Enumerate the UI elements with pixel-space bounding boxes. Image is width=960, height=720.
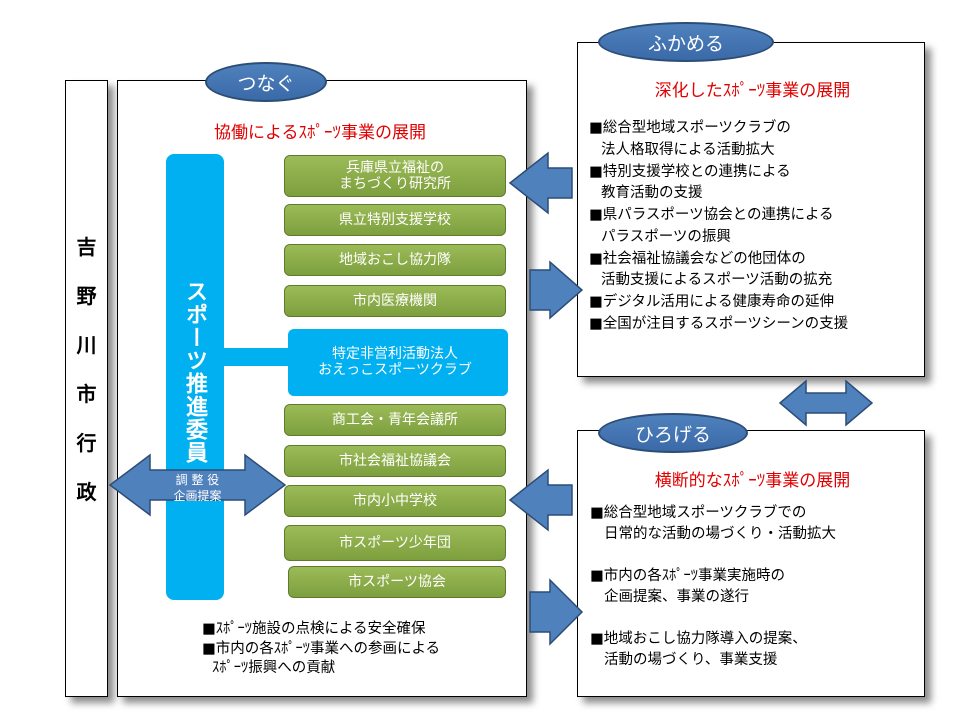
coordinator-label: 調 整 役 企画提案 [173,473,222,504]
arrow-right-icon [529,578,584,646]
sports-committee-bar [166,154,224,600]
deepen-pill: ふかめる [598,22,774,62]
org-special-support-school: 県立特別支援学校 [284,204,506,236]
expand-panel [577,430,925,697]
org-social-welfare-council: 市社会福祉協議会 [284,445,506,477]
deepen-panel [577,42,925,377]
org-regional-revitalization-corps: 地域おこし協力隊 [284,244,506,276]
org-hyogo-welfare-institute: 兵庫県立福祉の まちづくり研究所 [284,155,506,197]
double-arrow-vertical-icon [778,379,874,427]
expand-list: ■総合型地域スポーツクラブでの 日常的な活動の場づくり・活動拡大 ■市内の各ｽﾎ… [590,505,836,669]
expand-heading: 横断的なｽﾎﾟｰﾂ事業の展開 [654,471,851,491]
connect-pill: つなぐ [205,62,327,102]
collaboration-heading: 協働によるｽﾎﾟｰﾂ事業の展開 [214,123,426,143]
org-npo-oekko-sports-club: 特定非営利活動法人 おえっこスポーツクラブ [318,345,472,378]
org-chamber-of-commerce: 商工会・青年会議所 [284,404,506,436]
city-government-label: 吉 野 川 市 行 政 [76,235,97,504]
org-sports-association: 市スポーツ協会 [288,566,506,598]
expand-pill: ひろげる [598,413,748,453]
arrow-left-icon [508,468,573,532]
committee-connector [224,348,288,366]
center-bottom-text: ■ｽﾎﾟｰﾂ施設の点検による安全確保 ■市内の各ｽﾎﾟｰﾂ事業への参画による ｽ… [202,621,441,677]
org-youth-sports-group: 市スポーツ少年団 [284,525,506,561]
org-schools: 市内小中学校 [284,485,506,517]
sports-committee-label: スポーツ推進委員 [182,280,207,464]
deepen-heading: 深化したｽﾎﾟｰﾂ事業の展開 [654,81,851,101]
deepen-list: ■総合型地域スポーツクラブの 法人格取得による活動拡大 ■特別支援学校との連携に… [589,120,849,332]
npo-highlight [288,329,508,396]
org-medical-institutions: 市内医療機関 [284,285,506,317]
city-government-panel: 吉 野 川 市 行 政 [65,80,108,697]
arrow-left-icon [508,151,573,215]
arrow-right-icon [529,260,584,320]
